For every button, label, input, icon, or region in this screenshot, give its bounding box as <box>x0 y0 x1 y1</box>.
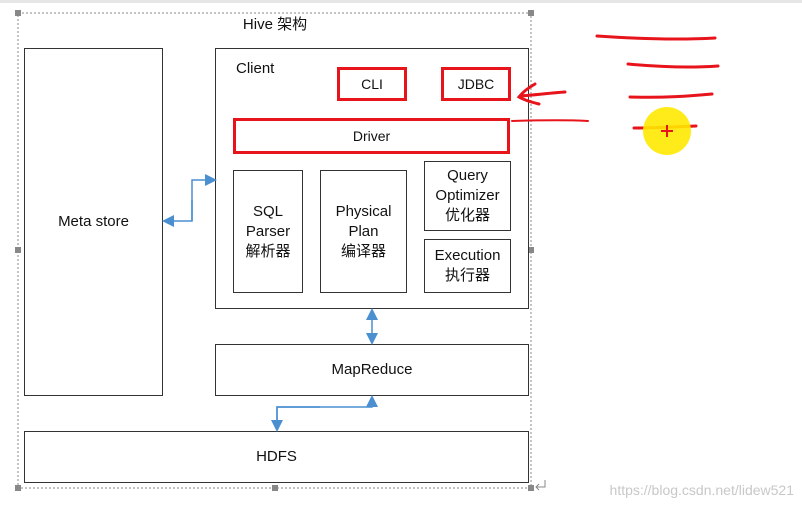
sql-parser-label: SQL Parser 解析器 <box>245 202 291 260</box>
sql-parser-box[interactable]: SQL Parser 解析器 <box>233 170 303 293</box>
window-top-edge <box>0 0 802 3</box>
driver-box[interactable]: Driver <box>233 118 510 154</box>
execution-label: Execution 执行器 <box>434 247 501 284</box>
meta-store-label: Meta store <box>58 213 129 230</box>
hdfs-box[interactable]: HDFS <box>24 431 529 483</box>
cursor-highlight <box>643 107 691 155</box>
query-optimizer-label: Query Optimizer 优化器 <box>435 167 500 224</box>
diagram-title: Hive 架构 <box>242 16 308 33</box>
return-icon <box>535 480 546 491</box>
arrow-metastore-client <box>162 174 217 227</box>
physical-plan-label: Physical Plan 编译器 <box>335 202 392 260</box>
hdfs-label: HDFS <box>256 448 297 465</box>
mapreduce-label: MapReduce <box>331 361 413 378</box>
red-pen-strokes <box>511 34 720 130</box>
cli-box[interactable]: CLI <box>337 67 407 101</box>
watermark: https://blog.csdn.net/lidew521 <box>609 482 794 498</box>
mapreduce-box[interactable]: MapReduce <box>215 344 529 396</box>
query-optimizer-box[interactable]: Query Optimizer 优化器 <box>424 161 511 231</box>
jdbc-label: JDBC <box>457 76 495 92</box>
driver-label: Driver <box>352 128 391 144</box>
jdbc-box[interactable]: JDBC <box>441 67 511 101</box>
arrow-mapreduce-hdfs <box>271 395 378 432</box>
cli-label: CLI <box>361 76 383 92</box>
meta-store-box[interactable]: Meta store <box>24 48 163 396</box>
physical-plan-box[interactable]: Physical Plan 编译器 <box>320 170 407 293</box>
client-label: Client <box>236 60 275 77</box>
execution-box[interactable]: Execution 执行器 <box>424 239 511 293</box>
